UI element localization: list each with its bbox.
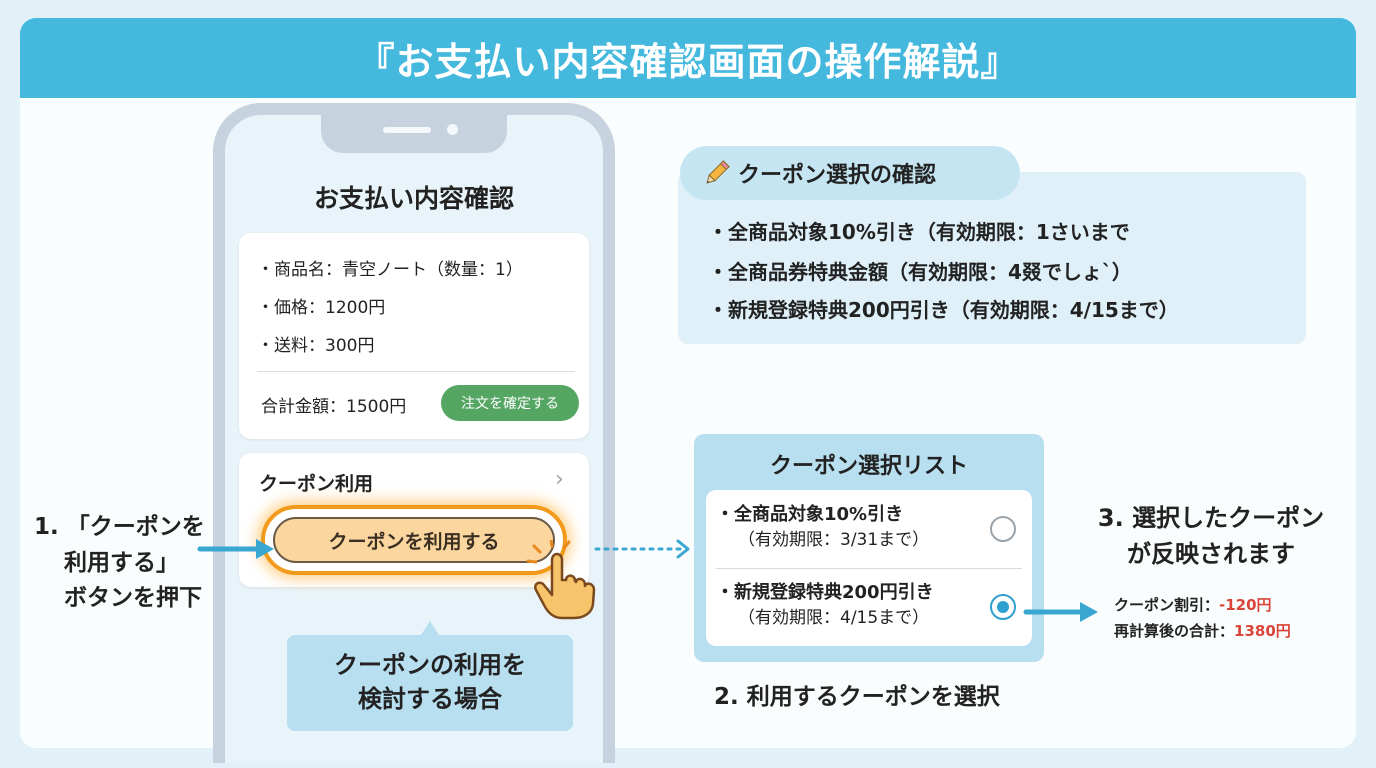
coupon-options: ・全商品対象10%引き （有効期限：3/31まで） ・新規登録特典200円引き …: [706, 490, 1032, 646]
screen-title: お支払い内容確認: [313, 184, 514, 213]
phone-mockup: お支払い内容確認 ・商品名：青空ノート（数量：1） ・価格：1200円 ・送料：…: [213, 103, 615, 763]
order-item-price: ・価格：1200円: [257, 298, 386, 318]
list-divider: [716, 568, 1022, 569]
coupon-option-2-expiry: （有効期限：4/15まで）: [738, 608, 930, 629]
confirm-line-3: ・新規登録特典200円引き（有効期限：4/15まで）: [708, 298, 1179, 322]
coupon-confirm-header: クーポン選択の確認: [680, 146, 1020, 200]
recalculated-total-label: 再計算後の合計：: [1114, 622, 1235, 640]
step-3-line-1: 3. 選択したクーポン: [1097, 504, 1325, 532]
order-total: 合計金額：1500円: [261, 397, 407, 417]
recalculated-total-value: 1380円: [1234, 622, 1291, 640]
coupon-consider-tip: クーポンの利用を 検討する場合: [287, 621, 573, 731]
order-item-shipping: ・送料：300円: [257, 336, 375, 356]
tip-line-1: クーポンの利用を: [334, 651, 526, 680]
coupon-discount: クーポン割引：-120円: [1114, 594, 1272, 615]
coupon-option-2-name: ・新規登録特典200円引き: [716, 582, 934, 603]
coupon-discount-label: クーポン割引：: [1114, 596, 1220, 614]
tip-pointer: [421, 621, 439, 635]
coupon-confirm-title: クーポン選択の確認: [738, 163, 937, 188]
chevron-right-icon[interactable]: ›: [555, 467, 564, 492]
recalculated-total: 再計算後の合計：1380円: [1114, 620, 1291, 641]
page-title: 『お支払い内容確認画面の操作解説』: [20, 18, 1356, 98]
tap-hand-icon: [526, 540, 596, 620]
order-item-product: ・商品名：青空ノート（数量：1）: [257, 260, 523, 280]
speaker-icon: [383, 127, 431, 133]
order-summary-card: ・商品名：青空ノート（数量：1） ・価格：1200円 ・送料：300円 合計金額…: [239, 233, 589, 439]
step-1-line-3: ボタンを押下: [64, 585, 202, 612]
camera-icon: [447, 124, 458, 135]
coupon-option-1[interactable]: ・全商品対象10%引き （有効期限：3/31まで）: [716, 502, 929, 553]
step-3-label: 3. 選択したクーポン が反映されます: [1066, 500, 1356, 572]
coupon-option-1-radio[interactable]: [990, 516, 1016, 542]
coupon-list-title: クーポン選択リスト: [769, 454, 968, 479]
coupon-row-label: クーポン利用: [259, 473, 374, 495]
coupon-option-2-radio[interactable]: [990, 594, 1016, 620]
phone-notch: [321, 113, 507, 153]
pencil-icon: [706, 160, 730, 184]
coupon-select-list: クーポン選択リスト ・全商品対象10%引き （有効期限：3/31まで） ・新規登…: [694, 434, 1044, 662]
step-1-line-1: 1. 「クーポンを: [34, 514, 205, 540]
coupon-usage-card: クーポン利用 › クーポンを利用する: [239, 453, 589, 587]
confirm-line-2: ・全商品券特典金額（有効期限：4叕でしょ`）: [708, 260, 1132, 284]
coupon-option-2[interactable]: ・新規登録特典200円引き （有効期限：4/15まで）: [716, 580, 934, 631]
use-coupon-highlight: クーポンを利用する: [261, 505, 567, 575]
use-coupon-button[interactable]: クーポンを利用する: [273, 517, 555, 563]
tip-line-2: 検討する場合: [358, 685, 502, 713]
coupon-option-1-expiry: （有効期限：3/31まで）: [738, 530, 930, 551]
step-1-label: 1. 「クーポンを 利用する」 ボタンを押下: [34, 510, 234, 617]
coupon-confirm-panel: ・全商品対象10%引き（有効期限：1さいまで ・全商品券特典金額（有効期限：4叕…: [678, 172, 1306, 344]
confirm-order-button[interactable]: 注文を確定する: [441, 385, 579, 421]
step-3-line-2: が反映されます: [1127, 540, 1295, 568]
confirm-line-1: ・全商品対象10%引き（有効期限：1さいまで: [708, 220, 1130, 244]
summary-divider: [257, 371, 575, 372]
step-2-label: 2. 利用するクーポンを選択: [714, 684, 1000, 710]
step-1-line-2: 利用する」: [64, 549, 179, 576]
coupon-option-1-name: ・全商品対象10%引き: [716, 504, 904, 525]
coupon-discount-value: -120円: [1219, 596, 1272, 614]
